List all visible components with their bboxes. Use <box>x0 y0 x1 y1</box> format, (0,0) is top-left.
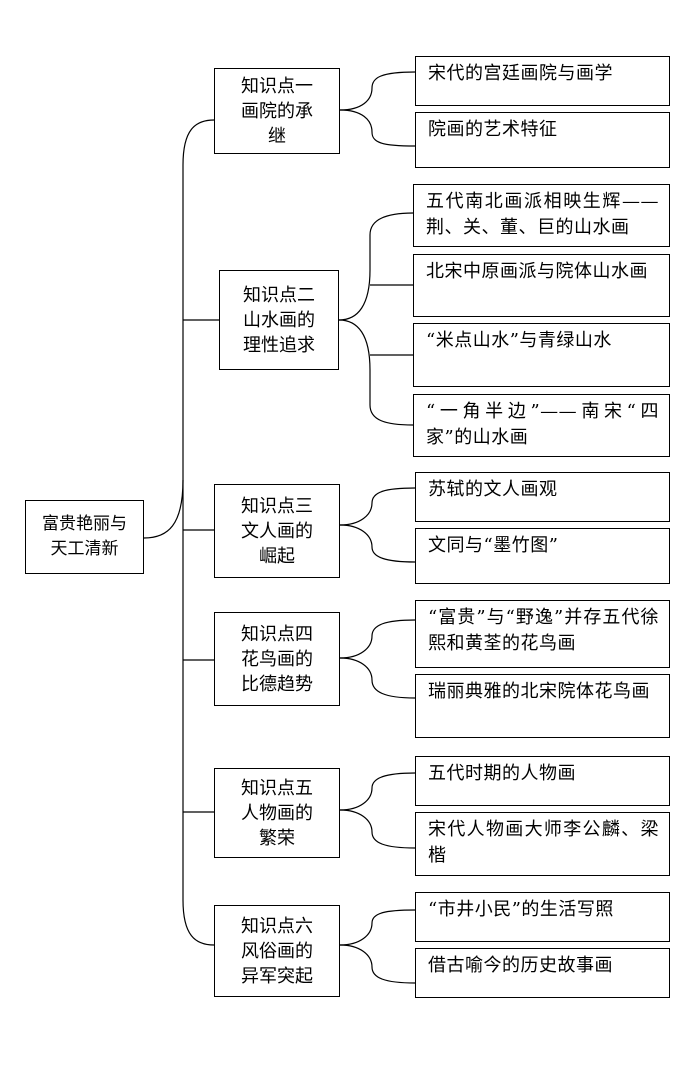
leaf-3-2: 文同与“墨竹图” <box>415 528 670 584</box>
topic2-brace-b <box>338 319 414 426</box>
topic-1-line-3: 继 <box>268 125 286 147</box>
topic-1-line-1: 知识点一 <box>241 75 313 97</box>
topic4-brace <box>339 619 416 659</box>
topic-4-line-1: 知识点四 <box>241 623 313 645</box>
topic1-brace <box>339 71 416 111</box>
leaf-4-2: 瑞丽典雅的北宋院体花鸟画 <box>415 674 670 738</box>
leaf-2-2: 北宋中原画派与院体山水画 <box>413 254 670 317</box>
topic2-brace <box>338 212 414 321</box>
leaf-1-2: 院画的艺术特征 <box>415 112 670 168</box>
topic-1-line-2: 画院的承 <box>241 100 313 122</box>
leaf-5-1: 五代时期的人物画 <box>415 756 670 806</box>
leaf-2-4: “一角半边”——南宋“四家”的山水画 <box>413 394 670 457</box>
topic4-brace-b <box>339 657 416 699</box>
topic-3-line-3: 崛起 <box>259 545 295 567</box>
leaf-3-1: 苏轼的文人画观 <box>415 472 670 522</box>
root-line-2: 天工清新 <box>50 539 119 559</box>
topic-node-2: 知识点二 山水画的 理性追求 <box>219 270 339 370</box>
topic5-brace <box>339 772 416 811</box>
topic-6-line-3: 异军突起 <box>241 965 313 987</box>
leaf-6-1-text: “市井小民”的生活写照 <box>428 899 614 920</box>
topic-2-line-3: 理性追求 <box>243 334 315 356</box>
leaf-6-2: 借古喻今的历史故事画 <box>415 948 670 998</box>
topic-4-line-3: 比德趋势 <box>241 673 313 695</box>
topic-4-line-2: 花鸟画的 <box>241 648 313 670</box>
leaf-6-1: “市井小民”的生活写照 <box>415 892 670 942</box>
leaf-5-2-text: 宋代人物画大师李公麟、梁楷 <box>428 819 659 866</box>
topic3-brace <box>339 487 416 526</box>
topic-3-line-1: 知识点三 <box>241 495 313 517</box>
leaf-2-1-text: 五代南北画派相映生辉——荆、关、董、巨的山水画 <box>426 191 659 238</box>
leaf-3-2-text: 文同与“墨竹图” <box>428 535 559 556</box>
root-brace-lower <box>182 480 215 946</box>
leaf-4-1: “富贵”与“野逸”并存五代徐熙和黄荃的花鸟画 <box>415 600 670 668</box>
root-brace <box>143 119 215 539</box>
topic-node-4: 知识点四 花鸟画的 比德趋势 <box>214 612 340 706</box>
root-line-1: 富贵艳丽与 <box>42 514 127 534</box>
topic-node-5: 知识点五 人物画的 繁荣 <box>214 768 340 858</box>
leaf-1-1: 宋代的宫廷画院与画学 <box>415 56 670 106</box>
topic-5-line-1: 知识点五 <box>241 777 313 799</box>
leaf-2-2-text: 北宋中原画派与院体山水画 <box>426 261 648 282</box>
topic-2-line-1: 知识点二 <box>243 284 315 306</box>
topic3-brace-b <box>339 524 416 563</box>
leaf-3-1-text: 苏轼的文人画观 <box>428 479 558 500</box>
leaf-2-3-text: “米点山水”与青绿山水 <box>426 330 612 351</box>
topic-2-line-2: 山水画的 <box>243 309 315 331</box>
topic1-brace-b <box>339 109 416 147</box>
topic-node-3: 知识点三 文人画的 崛起 <box>214 484 340 578</box>
root-node: 富贵艳丽与 天工清新 <box>25 500 144 574</box>
leaf-1-2-text: 院画的艺术特征 <box>428 119 558 140</box>
leaf-5-2: 宋代人物画大师李公麟、梁楷 <box>415 812 670 876</box>
leaf-6-2-text: 借古喻今的历史故事画 <box>428 955 613 976</box>
leaf-1-1-text: 宋代的宫廷画院与画学 <box>428 63 613 84</box>
topic-6-line-2: 风俗画的 <box>241 940 313 962</box>
topic-node-1: 知识点一 画院的承 继 <box>214 68 340 154</box>
topic-5-line-3: 繁荣 <box>259 827 295 849</box>
leaf-2-3: “米点山水”与青绿山水 <box>413 323 670 387</box>
topic6-brace-b <box>339 944 416 984</box>
topic-node-6: 知识点六 风俗画的 异军突起 <box>214 905 340 997</box>
topic-5-line-2: 人物画的 <box>241 802 313 824</box>
leaf-2-4-text: “一角半边”——南宋“四家”的山水画 <box>426 401 659 448</box>
topic-3-line-2: 文人画的 <box>241 520 313 542</box>
topic6-brace <box>339 909 416 946</box>
leaf-4-1-text: “富贵”与“野逸”并存五代徐熙和黄荃的花鸟画 <box>428 607 659 654</box>
topic-6-line-1: 知识点六 <box>241 915 313 937</box>
topic5-brace-b <box>339 809 416 849</box>
leaf-5-1-text: 五代时期的人物画 <box>428 763 576 784</box>
leaf-2-1: 五代南北画派相映生辉——荆、关、董、巨的山水画 <box>413 184 670 247</box>
leaf-4-2-text: 瑞丽典雅的北宋院体花鸟画 <box>428 681 650 702</box>
